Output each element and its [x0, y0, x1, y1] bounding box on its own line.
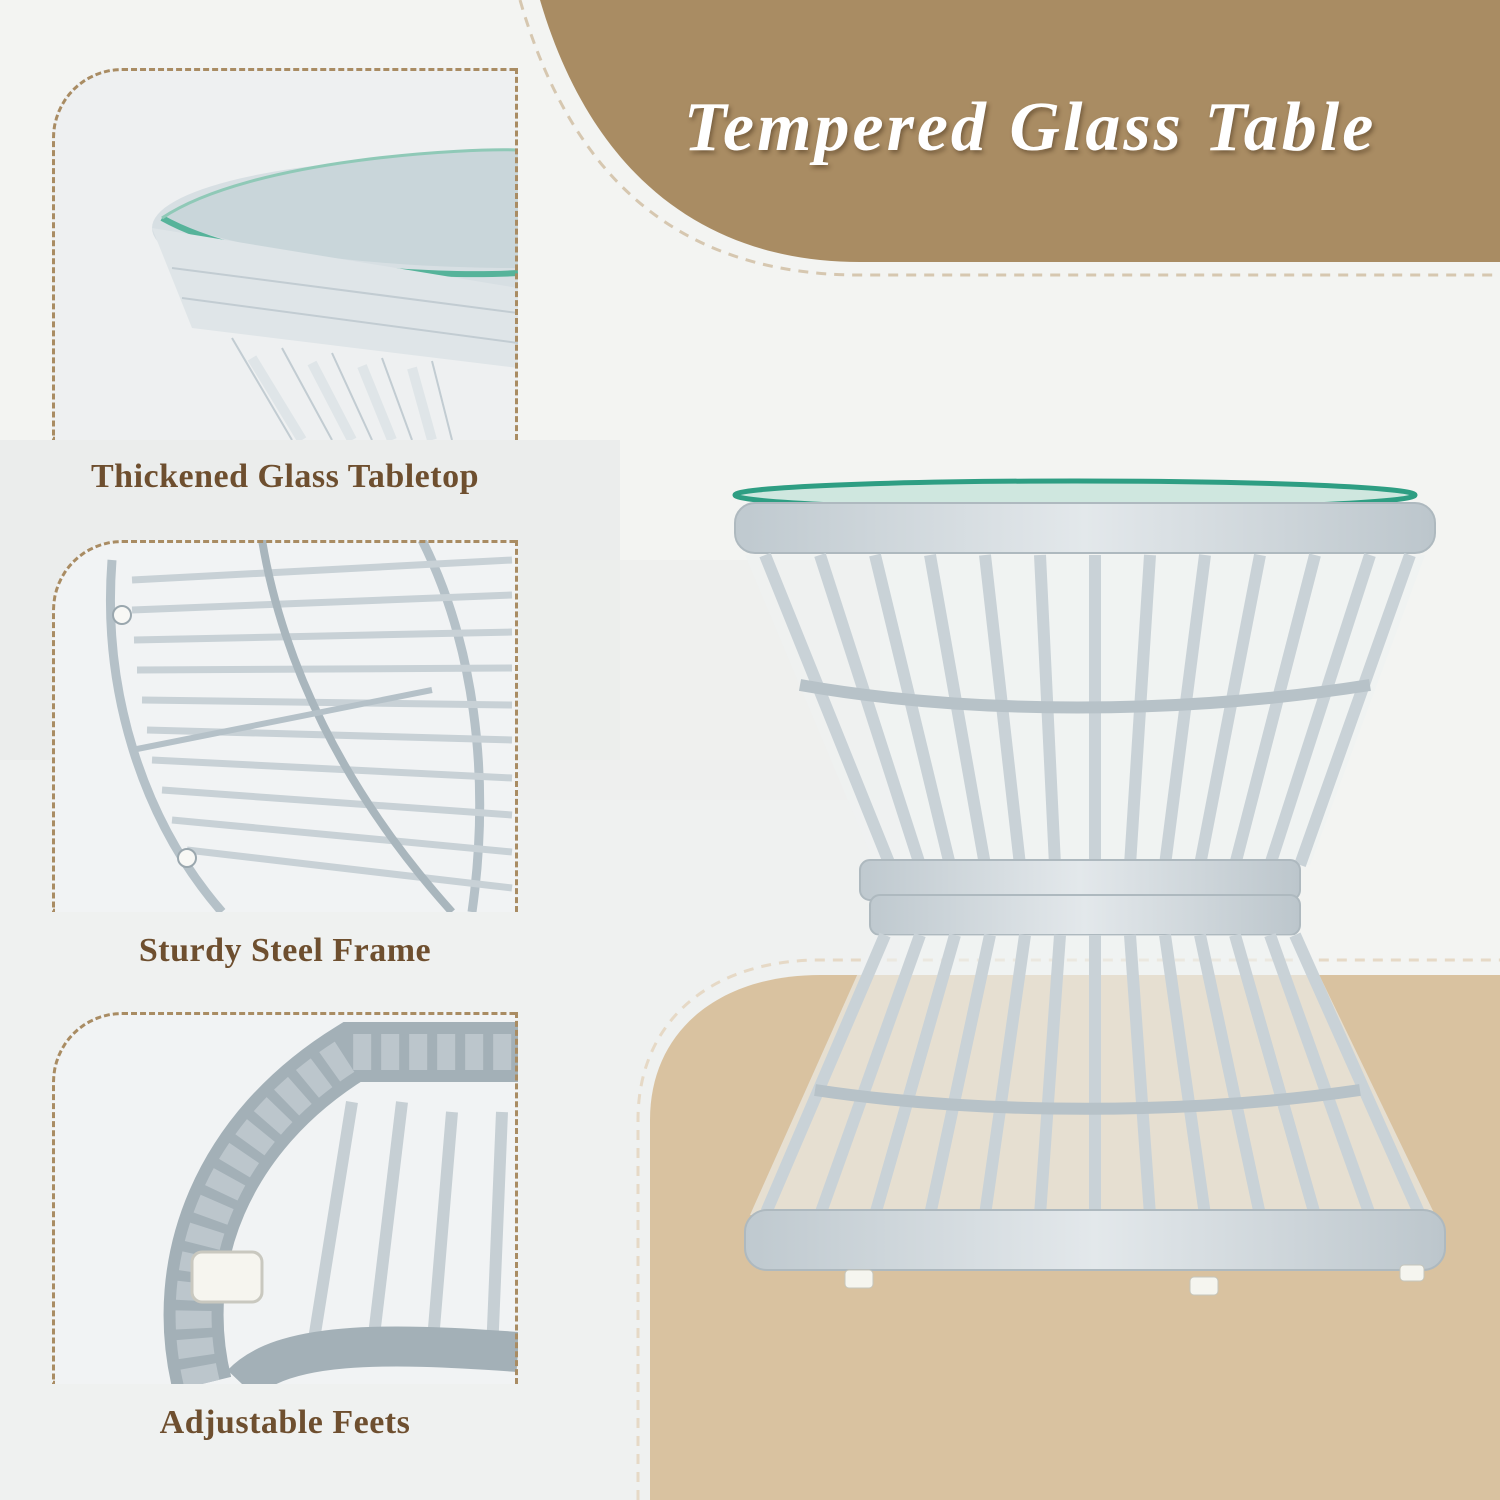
- steel-frame-panel-border: [52, 540, 518, 912]
- page-title: Tempered Glass Table: [683, 89, 1377, 166]
- adjustable-feet-panel: [52, 1012, 518, 1384]
- feature-caption-frame: Sturdy Steel Frame: [138, 932, 432, 969]
- steel-frame-panel: [52, 540, 518, 912]
- steel-frame-closeup-icon: [52, 540, 518, 912]
- wicker-table-product-image: [732, 478, 1446, 1296]
- feature-caption-glass: Thickened Glass Tabletop: [90, 458, 479, 495]
- feature-caption-feet: Adjustable Feets: [159, 1404, 411, 1441]
- glass-tabletop-panel-border: [52, 68, 518, 440]
- adjustable-feet-panel-border: [52, 1012, 518, 1384]
- adjustable-feet-closeup-icon: [52, 1012, 518, 1384]
- glass-tabletop-closeup-icon: [52, 68, 518, 440]
- glass-tabletop-panel: [52, 68, 518, 440]
